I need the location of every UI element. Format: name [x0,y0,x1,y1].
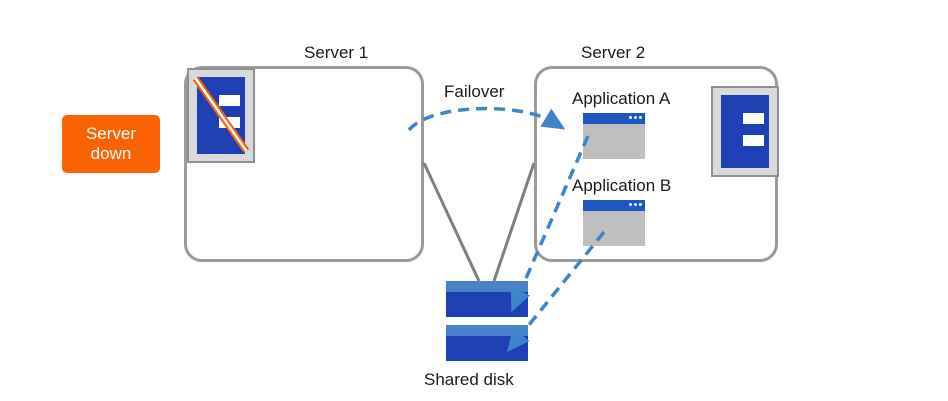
application-b-label: Application B [572,176,672,195]
server-2-machine-icon [711,86,779,177]
application-a-window-icon [583,113,645,159]
machine-face [721,95,769,168]
application-b-window-icon [583,200,645,246]
shared-disk-platter-top [446,281,528,317]
failover-label: Failover [444,82,505,101]
server-1-machine-icon [187,68,255,163]
server-1-title: Server 1 [304,43,369,62]
window-titlebar [583,200,645,211]
window-controls-icon [629,203,642,206]
shared-disk-label: Shared disk [424,370,514,389]
server-down-line2: down [90,144,132,163]
window-titlebar [583,113,645,124]
server-down-line1: Server [85,123,137,143]
server-2-title: Server 2 [581,43,646,62]
machine-face [197,77,245,154]
window-controls-icon [629,116,642,119]
server-down-badge: Server down [62,115,160,173]
server1-disk-connector [422,162,481,282]
shared-disk-platter-bottom [446,325,528,361]
application-a-label: Application A [572,89,671,108]
failover-arrow [407,106,566,132]
server2-disk-connector [492,162,536,282]
